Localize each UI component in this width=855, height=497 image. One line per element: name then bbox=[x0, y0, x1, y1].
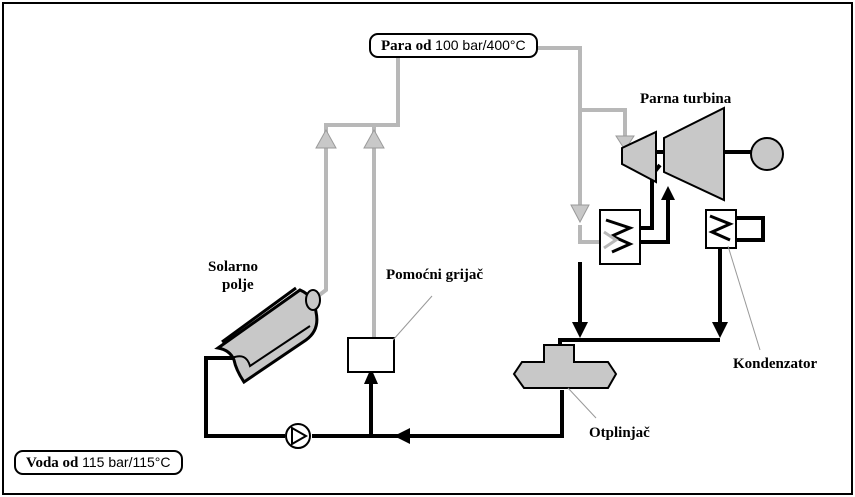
steam-arrow-turbine bbox=[615, 135, 635, 151]
turbine-hp-stage bbox=[621, 130, 657, 184]
water-arrow-pump-line bbox=[394, 428, 410, 444]
leader-condenser bbox=[727, 245, 761, 351]
water-arrow-condenser-down bbox=[712, 322, 728, 338]
label-deaerator: Otplinjač bbox=[589, 425, 650, 441]
steam-turbine bbox=[621, 106, 725, 202]
water-condenser-to-deaerator bbox=[558, 338, 720, 345]
reheater-exchanger bbox=[599, 209, 641, 265]
steam-arrowheads bbox=[315, 128, 635, 224]
steam-header-pill: Para od 100 bar/400°C bbox=[369, 33, 538, 58]
water-reheater-to-turbine-2 bbox=[640, 195, 670, 244]
steam-pill-bold: Para od bbox=[381, 38, 432, 54]
solar-trough-end bbox=[305, 289, 321, 311]
leader-aux-heater bbox=[392, 295, 433, 341]
leader-deaerator bbox=[567, 387, 597, 419]
steam-arrow-solar bbox=[315, 128, 337, 149]
condenser-exchanger bbox=[705, 209, 737, 249]
water-solar-inlet bbox=[204, 356, 285, 438]
label-solar-field-line1: Solarno bbox=[208, 259, 259, 275]
aux-heater-box bbox=[347, 337, 395, 373]
turbine-lp-stage bbox=[663, 106, 725, 202]
water-pump-line bbox=[312, 390, 564, 438]
water-pill-value: 115 bar/115°C bbox=[82, 454, 171, 470]
pump-icon bbox=[285, 423, 311, 449]
deaerator-tank bbox=[512, 344, 618, 389]
water-arrow-aux-feed bbox=[364, 368, 378, 384]
solar-trough-mirror bbox=[221, 286, 297, 344]
water-lines bbox=[204, 150, 765, 438]
solar-field-collector bbox=[214, 286, 321, 385]
label-aux-heater: Pomoćni grijač bbox=[386, 267, 484, 283]
water-arrow-reheater-down bbox=[572, 322, 588, 338]
solar-trough-body bbox=[214, 288, 319, 385]
steam-pill-value: 100 bar/400°C bbox=[435, 37, 526, 53]
steam-arrow-aux bbox=[363, 128, 385, 149]
steam-arrow-reheater bbox=[570, 204, 590, 224]
solar-trough-inner bbox=[231, 325, 311, 368]
steam-solar-riser bbox=[316, 148, 328, 298]
label-steam-turbine: Parna turbina bbox=[640, 91, 732, 107]
leader-lines bbox=[392, 245, 761, 419]
water-arrowheads bbox=[364, 186, 728, 444]
water-arrow-turbine bbox=[661, 186, 675, 200]
label-condenser: Kondenzator bbox=[733, 356, 818, 372]
steam-reheater-loop bbox=[578, 225, 600, 244]
water-pill-bold: Voda od bbox=[26, 455, 79, 471]
water-inlet-pill: Voda od 115 bar/115°C bbox=[14, 450, 183, 475]
label-solar-field-line2: polje bbox=[222, 277, 254, 293]
generator-icon bbox=[750, 137, 784, 171]
steam-aux-branch bbox=[372, 123, 398, 135]
steam-to-turbine bbox=[396, 46, 627, 140]
